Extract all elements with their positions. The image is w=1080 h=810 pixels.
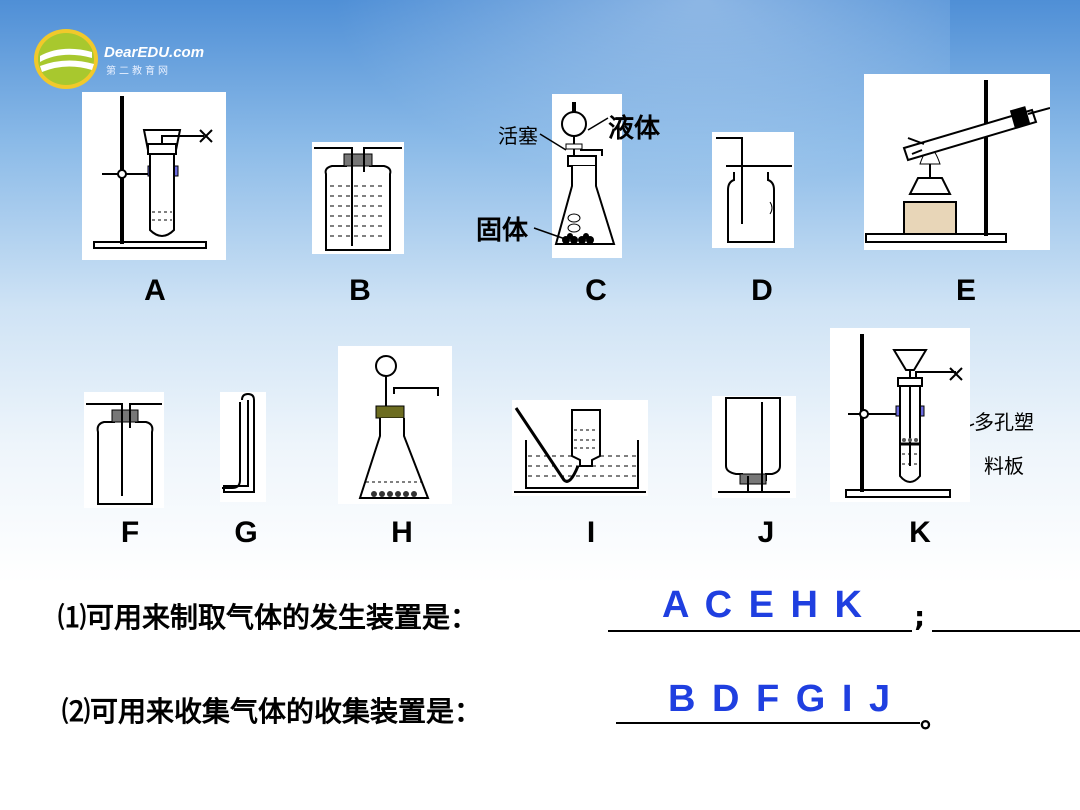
annotation-liquid: 液体 (608, 114, 661, 144)
apparatus-g-bent-tube (220, 392, 266, 502)
apparatus-k-tube-porous-plate (830, 328, 970, 502)
apparatus-i-water-trough (512, 400, 648, 496)
label-j: J (757, 516, 775, 549)
apparatus-f-gas-bottle (84, 392, 164, 508)
question-2-end: 。 (920, 701, 949, 734)
apparatus-e-heated-tube (864, 74, 1050, 250)
logo-name: DearEDU.com (104, 44, 205, 61)
apparatus-h-flask-funnel (338, 346, 452, 504)
label-e: E (955, 274, 976, 307)
light-streak (330, 0, 950, 190)
logo: DearEDU.com 第二教育网 (32, 26, 232, 92)
apparatus-j-inverted-bottle (712, 396, 796, 498)
logo-globe-icon (34, 29, 98, 89)
question-1-answer: A C E H K (662, 584, 865, 626)
label-b: B (349, 274, 371, 307)
label-c: C (585, 274, 607, 307)
annotation-porous-plate-line2: 料板 (984, 454, 1024, 478)
label-i: I (586, 516, 596, 549)
question-1-blank-2 (932, 630, 1080, 632)
apparatus-d-bottle (712, 132, 794, 248)
apparatus-c-flask-funnel (552, 94, 622, 258)
annotation-porous-plate-line1: 多孔塑 (974, 410, 1034, 434)
label-g: G (234, 516, 258, 549)
label-a: A (144, 274, 166, 307)
question-1-blank (608, 630, 912, 632)
question-2-blank (616, 722, 920, 724)
question-2-text: ⑵可用来收集气体的收集装置是： (62, 695, 483, 728)
label-f: F (120, 516, 140, 549)
label-k: K (909, 516, 931, 549)
label-h: H (391, 516, 413, 549)
annotation-solid: 固体 (476, 216, 529, 246)
annotation-stopcock: 活塞 (498, 124, 538, 148)
label-d: D (751, 274, 773, 307)
question-1-end: ; (914, 600, 926, 633)
question-2-answer: B D F G I J (668, 678, 894, 720)
apparatus-b-gas-bottle (312, 142, 404, 254)
logo-subtitle: 第二教育网 (106, 66, 171, 77)
apparatus-a-tube-on-stand (82, 92, 226, 260)
question-1-text: ⑴可用来制取气体的发生装置是： (58, 601, 479, 634)
